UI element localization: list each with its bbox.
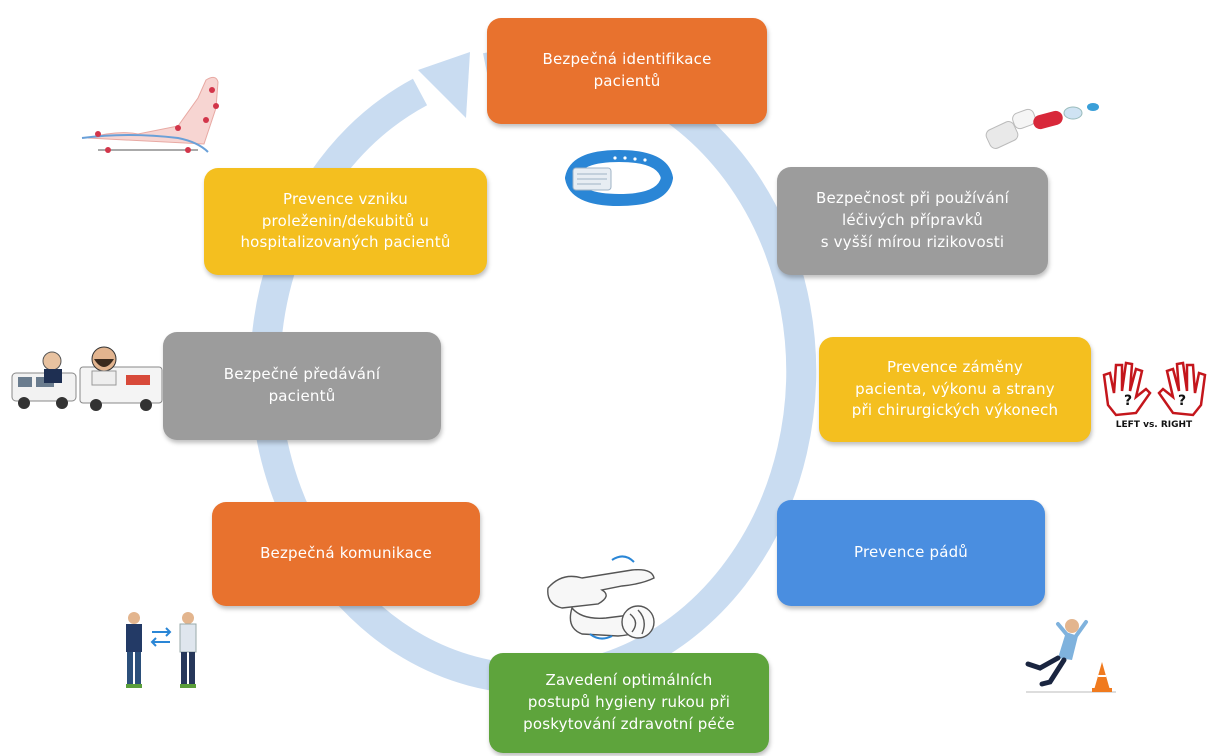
step-hygiena: Zavedení optimálních postupů hygieny ruk… — [489, 653, 769, 753]
pills-icon — [985, 103, 1099, 149]
step-zamena-label: Prevence záměny pacienta, výkonu a stran… — [851, 357, 1059, 420]
step-predavani: Bezpečné předávání pacientů — [163, 332, 441, 440]
pressure-points-figure-icon — [81, 76, 219, 153]
hand-washing-icon — [547, 555, 655, 640]
step-pady: Prevence pádů — [777, 500, 1045, 606]
falling-person-icon — [1025, 619, 1116, 693]
step-identifikace: Bezpečná identifikace pacientů — [487, 18, 767, 124]
left-right-hands-icon: ? ? LEFT vs. RIGHT — [1102, 361, 1207, 430]
step-predavani-label: Bezpečné předávání pacientů — [223, 365, 381, 405]
communication-people-icon — [126, 612, 197, 688]
right-hand-mark: ? — [1178, 393, 1186, 409]
step-hygiena-label: Zavedení optimálních postupů hygieny ruk… — [523, 671, 735, 733]
step-leciva: Bezpečnost při používání léčivých přípra… — [777, 167, 1048, 275]
step-zamena: Prevence záměny pacienta, výkonu a stran… — [819, 337, 1091, 442]
left-vs-right-caption: LEFT vs. RIGHT — [1116, 420, 1193, 430]
step-leciva-label: Bezpečnost při používání léčivých přípra… — [816, 189, 1009, 251]
step-identifikace-label: Bezpečná identifikace pacientů — [542, 50, 712, 90]
left-hand-mark: ? — [1124, 393, 1132, 409]
step-dekubity-label: Prevence vzniku proleženin/dekubitů u ho… — [240, 189, 451, 252]
step-komunikace-label: Bezpečná komunikace — [260, 544, 432, 563]
ambulance-handover-icon — [11, 346, 163, 411]
arrow-head — [418, 52, 470, 118]
id-wristband-icon — [565, 149, 673, 207]
step-komunikace: Bezpečná komunikace — [212, 502, 480, 606]
step-pady-label: Prevence pádů — [853, 543, 969, 562]
step-dekubity: Prevence vzniku proleženin/dekubitů u ho… — [204, 168, 487, 275]
